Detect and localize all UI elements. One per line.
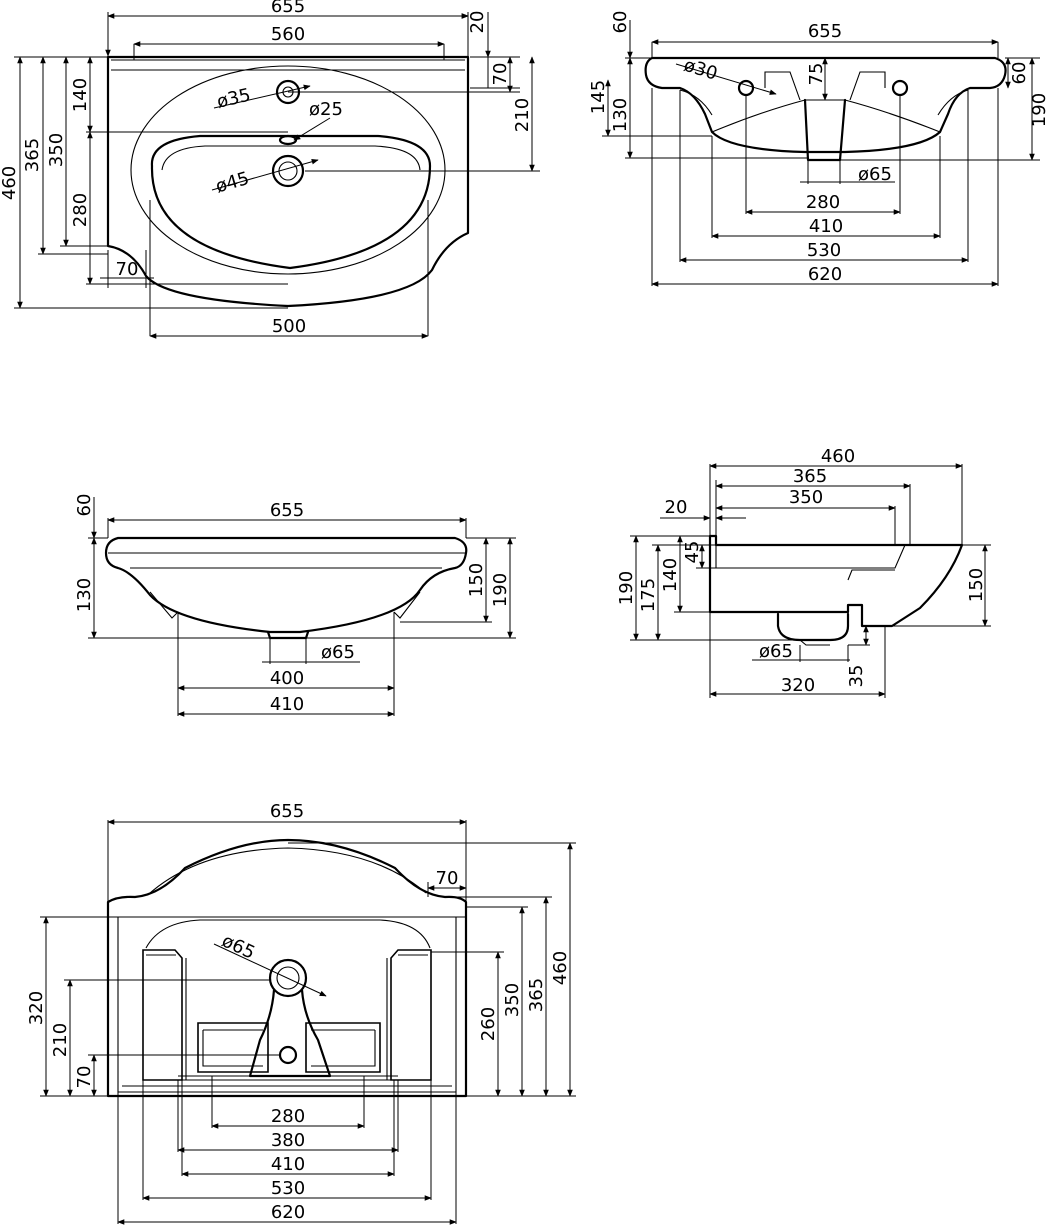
- side-dim-150: 150: [966, 568, 987, 602]
- bottom-left-70: 70: [74, 1066, 95, 1089]
- bottom-left-320: 320: [26, 991, 47, 1025]
- bottom-height-460: 460: [550, 951, 571, 985]
- side-dim-35: 35: [846, 665, 867, 688]
- top-height-365: 365: [22, 138, 43, 172]
- rear-dim-75: 75: [806, 63, 827, 86]
- bottom-view: 655 70 460 365 350 260 320 210 70 ø65 28…: [26, 801, 576, 1225]
- bottom-dim-70: 70: [436, 868, 459, 889]
- bottom-width-655: 655: [270, 801, 304, 822]
- rear-dia30-label: ø30: [681, 55, 720, 85]
- rear-dim-130: 130: [610, 98, 631, 132]
- bottom-width-410: 410: [271, 1154, 305, 1175]
- top-height-280: 280: [70, 193, 91, 227]
- top-dim-210: 210: [512, 98, 533, 132]
- side-dim-45: 45: [682, 541, 703, 564]
- rear-dim-145: 145: [588, 80, 609, 114]
- side-dim-20: 20: [665, 497, 688, 518]
- bottom-width-620: 620: [271, 1202, 305, 1223]
- top-left-70: 70: [116, 259, 139, 280]
- side-dim-175: 175: [638, 578, 659, 612]
- rear-width-410: 410: [809, 216, 843, 237]
- bottom-dia65-label: ø65: [219, 930, 259, 963]
- rear-dia65-label: ø65: [858, 164, 892, 185]
- bottom-height-260: 260: [478, 1007, 499, 1041]
- top-width-560: 560: [271, 24, 305, 45]
- rear-dim-60: 60: [610, 11, 631, 34]
- rear-width-655: 655: [808, 21, 842, 42]
- bottom-width-280: 280: [271, 1106, 305, 1127]
- top-dim-70: 70: [490, 63, 511, 86]
- front-width-655: 655: [270, 500, 304, 521]
- top-width-500: 500: [272, 316, 306, 337]
- rear-width-280: 280: [806, 192, 840, 213]
- front-width-400: 400: [270, 668, 304, 689]
- side-width-460: 460: [821, 446, 855, 467]
- top-dim-20: 20: [467, 11, 488, 34]
- front-dim-60: 60: [74, 494, 95, 517]
- top-height-140: 140: [70, 78, 91, 112]
- bottom-height-350: 350: [502, 983, 523, 1017]
- bottom-left-210: 210: [50, 1023, 71, 1057]
- top-dia35-label: ø35: [215, 85, 253, 113]
- side-dia65-label: ø65: [759, 641, 793, 662]
- front-view: 655 60 130 150 190 ø65 400 410: [74, 494, 516, 717]
- side-view: 460 365 350 20 190 175 140 45 150 ø65 32…: [616, 446, 991, 698]
- bottom-width-530: 530: [271, 1178, 305, 1199]
- rear-right-190: 190: [1029, 93, 1046, 127]
- front-dim-150: 150: [466, 563, 487, 597]
- side-dim-190: 190: [616, 571, 637, 605]
- top-height-460: 460: [0, 166, 20, 200]
- front-dia65-label: ø65: [321, 642, 355, 663]
- front-dim-190: 190: [490, 573, 511, 607]
- bottom-height-365: 365: [526, 978, 547, 1012]
- rear-view: 655 60 145 130 60 190 ø30 75 ø65 280 410…: [588, 11, 1046, 287]
- side-dim-140: 140: [660, 558, 681, 592]
- rear-right-60: 60: [1009, 62, 1030, 85]
- side-width-365: 365: [793, 466, 827, 487]
- top-dia25-label: ø25: [309, 99, 343, 120]
- rear-width-530: 530: [807, 240, 841, 261]
- bottom-width-380: 380: [271, 1130, 305, 1151]
- rear-width-620: 620: [808, 264, 842, 285]
- top-height-350: 350: [46, 133, 67, 167]
- side-width-350: 350: [789, 487, 823, 508]
- front-dim-130: 130: [74, 578, 95, 612]
- front-width-410: 410: [270, 694, 304, 715]
- top-dia45-label: ø45: [213, 168, 251, 198]
- top-width-655: 655: [271, 0, 305, 17]
- top-view: 655 560 500 20 70 210 460 365 350 140 28…: [0, 0, 540, 339]
- side-width-320: 320: [781, 675, 815, 696]
